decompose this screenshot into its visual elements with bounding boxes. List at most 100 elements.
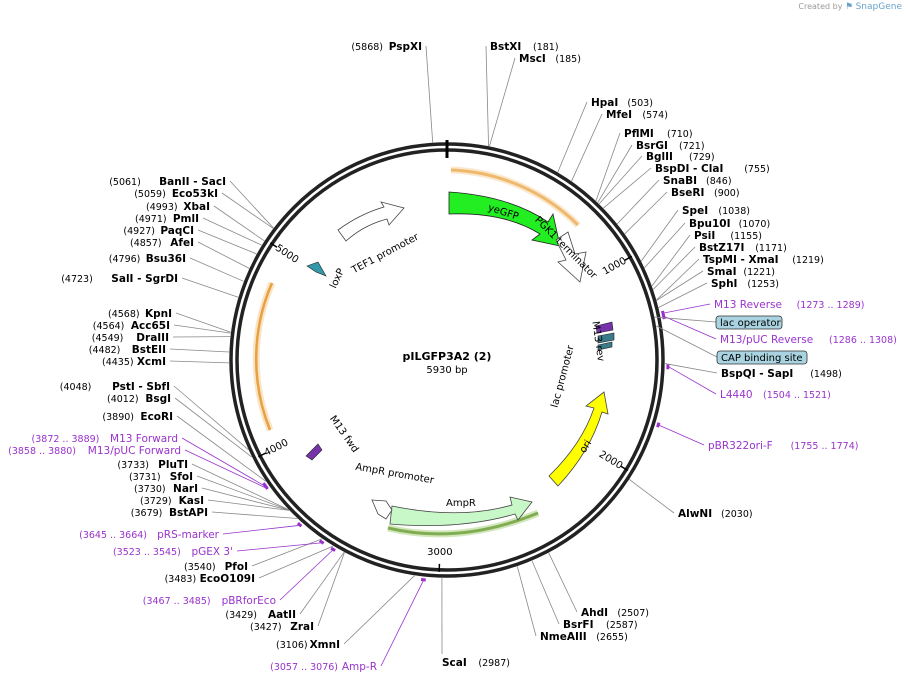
enzyme-name: BstAPI: [169, 507, 208, 519]
enzyme-pmli: PmlI(4971): [135, 213, 262, 246]
primer-range: (3057 .. 3076): [270, 662, 338, 673]
enzyme-leader: [196, 475, 290, 511]
enzyme-xmni: XmnI(3106): [276, 575, 415, 651]
enzyme-position: (3733): [117, 460, 149, 471]
boxed-feature-label: lac operator: [720, 318, 781, 329]
enzyme-position: (3731): [129, 472, 161, 483]
tick-mark-1000: [624, 255, 633, 261]
enzyme-name: SpeI: [682, 205, 708, 217]
tick-mark-4000: [258, 452, 266, 458]
primer-mark: [296, 521, 303, 528]
primer-range: (1286 .. 1308): [829, 335, 897, 346]
primer-leader: [659, 424, 705, 446]
enzyme-position: (1171): [755, 243, 787, 254]
enzyme-name: Eco53kI: [172, 188, 218, 200]
enzyme-name: SfoI: [170, 471, 193, 483]
enzyme-name: SalI - SgrDI: [111, 273, 178, 285]
feature-pgk1-arrow: [555, 231, 587, 283]
primer-leader: [668, 366, 717, 395]
enzyme-position: (181): [533, 42, 559, 53]
feature-ampr-label: AmpR: [446, 498, 476, 509]
enzyme-position: (2030): [721, 509, 753, 520]
enzyme-kpni: KpnI(4568): [108, 308, 231, 333]
enzyme-position: (4435): [102, 357, 134, 368]
primer-pbrforeco: pBRforEco(3467 .. 3485): [143, 546, 336, 607]
enzyme-pspxi: PspXI(5868): [351, 41, 434, 143]
primer-m13-puc-reverse: M13/pUC Reverse(1286 .. 1308): [661, 314, 897, 346]
primer-range: (3872 .. 3889): [32, 434, 100, 445]
enzyme-leader: [197, 229, 257, 255]
enzyme-position: (729): [689, 152, 715, 163]
enzyme-smai: SmaI(1221): [656, 266, 775, 301]
enzyme-leader: [169, 348, 230, 353]
enzyme-ecoo109i: EcoO109I(3483): [165, 545, 334, 585]
enzyme-position: (2587): [606, 620, 638, 631]
enzyme-acc65i: Acc65I(4564): [93, 320, 231, 334]
primer-leader: [222, 525, 299, 535]
enzyme-leader: [624, 191, 668, 235]
enzyme-position: (846): [706, 176, 732, 187]
enzyme-alwni: AlwNI(2030): [629, 479, 753, 520]
enzyme-paqci: PaqCI (4927): [123, 225, 257, 255]
enzyme-position: (2987): [478, 658, 510, 669]
primer-name: Amp-R: [342, 661, 377, 673]
enzyme-name: BstEII: [132, 344, 166, 356]
enzyme-name: SmaI: [707, 266, 737, 278]
enzyme-position: (1253): [747, 279, 779, 290]
enzyme-position: (3679): [131, 508, 163, 519]
enzyme-name: PaqCI: [160, 225, 194, 237]
boxed-feature-label: CAP binding site: [721, 353, 803, 364]
primer-range: (3523 .. 3545): [113, 547, 181, 558]
enzyme-leader: [181, 277, 239, 298]
enzyme-name: DraIII: [136, 332, 169, 344]
feature-ampr-promoter-arrow: [371, 499, 393, 520]
enzyme-bsrfi: BsrFI(2587): [531, 560, 638, 631]
enzyme-name: BspQI - SapI: [721, 368, 793, 380]
enzyme-leader: [658, 282, 708, 308]
feature-m13fwd-arrow: [305, 443, 323, 461]
enzyme-name: Bpu10I: [689, 218, 731, 230]
primer-leader: [236, 542, 322, 552]
enzyme-banii-saci: BanII - SacI(5061): [109, 176, 274, 229]
primer-m13-puc-forward: M13/pUC Forward(3858 .. 3880): [8, 445, 269, 490]
primer-name: pRS-marker: [157, 529, 220, 541]
enzyme-leader: [598, 155, 643, 205]
enzyme-leader: [169, 360, 230, 364]
primer-leader: [380, 580, 424, 667]
boxed-feature-cap-binding-site: CAP binding site: [656, 325, 808, 365]
primer-leader: [184, 449, 266, 489]
enzyme-position: (5059): [134, 189, 166, 200]
tick-label-4000: 4000: [263, 437, 291, 458]
feature-lac-promoter-label: lac promoter: [550, 343, 577, 409]
enzyme-bstz17i: BstZ17I(1171): [652, 242, 787, 290]
enzyme-name: PluTI: [158, 459, 188, 471]
enzyme-name: EcoRI: [140, 411, 173, 423]
enzyme-position: (3729): [140, 496, 172, 507]
primer-name: pBR322ori-F: [708, 440, 773, 452]
snapgene-logo-icon: ⚑: [844, 2, 854, 12]
primer-name: M13 Reverse: [714, 299, 782, 311]
enzyme-position: (4723): [61, 274, 93, 285]
boxed-feature-leader: [654, 316, 717, 323]
enzyme-leader: [651, 234, 691, 287]
tick-label-5000: 5000: [273, 243, 300, 266]
feature-tef1-label: TEF1 promoter: [349, 231, 421, 276]
enzyme-sfoi: SfoI (3731): [129, 471, 290, 511]
primer-mark: [318, 539, 325, 545]
enzyme-sphi: SphI(1253): [658, 278, 779, 308]
enzyme-name: KasI: [179, 495, 204, 507]
feature-ampr-promoter-label: AmpR promoter: [354, 462, 435, 487]
feature-ampr-arrow: [389, 496, 533, 527]
enzyme-bsteii: BstEII(4482): [89, 344, 230, 356]
enzyme-leader: [616, 179, 660, 225]
enzyme-leader: [656, 258, 700, 301]
enzyme-position: (3730): [134, 484, 166, 495]
primer-name: M13 Forward: [110, 433, 178, 445]
tick-label-2000: 2000: [597, 449, 624, 472]
enzyme-position: (4927): [123, 226, 155, 237]
enzyme-position: (900): [714, 188, 740, 199]
enzyme-leader: [258, 545, 334, 579]
enzyme-leader: [221, 192, 274, 229]
enzyme-afei: AfeI(4857): [130, 237, 250, 269]
